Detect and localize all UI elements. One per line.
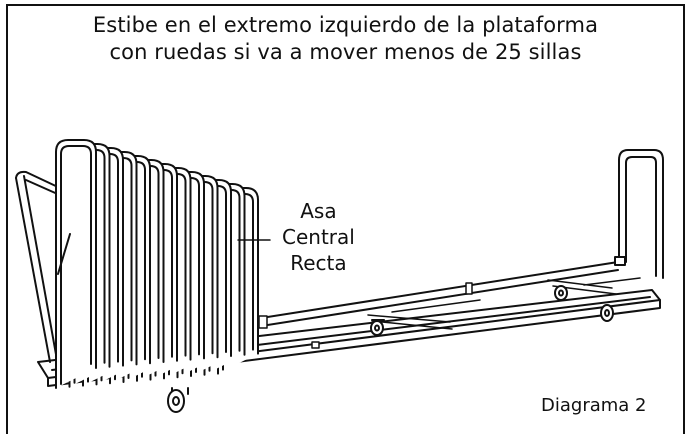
caster-rear-right [554,285,568,301]
instruction-heading: Estibe en el extremo izquierdo de la pla… [0,12,691,66]
asa-central-recta-callout: Asa Central Recta [282,198,355,276]
caster-front-left [167,387,189,413]
heading-line-2: con ruedas si va a mover menos de 25 sil… [109,40,582,64]
callout-line-3: Recta [290,251,347,275]
far-rail [235,261,619,331]
callout-line-1: Asa [300,199,337,223]
callout-line-2: Central [282,225,355,249]
folding-chair-stack [55,139,259,389]
folding-chair [55,139,97,389]
caster-middle [370,319,385,336]
diagram-frame [6,4,685,434]
right-end-handle [614,149,664,279]
heading-line-1: Estibe en el extremo izquierdo de la pla… [92,13,599,37]
cross-members [367,277,641,330]
caster-wheels [167,285,614,413]
caster-front-right [600,304,614,322]
diagram-caption: Diagrama 2 [541,395,647,416]
